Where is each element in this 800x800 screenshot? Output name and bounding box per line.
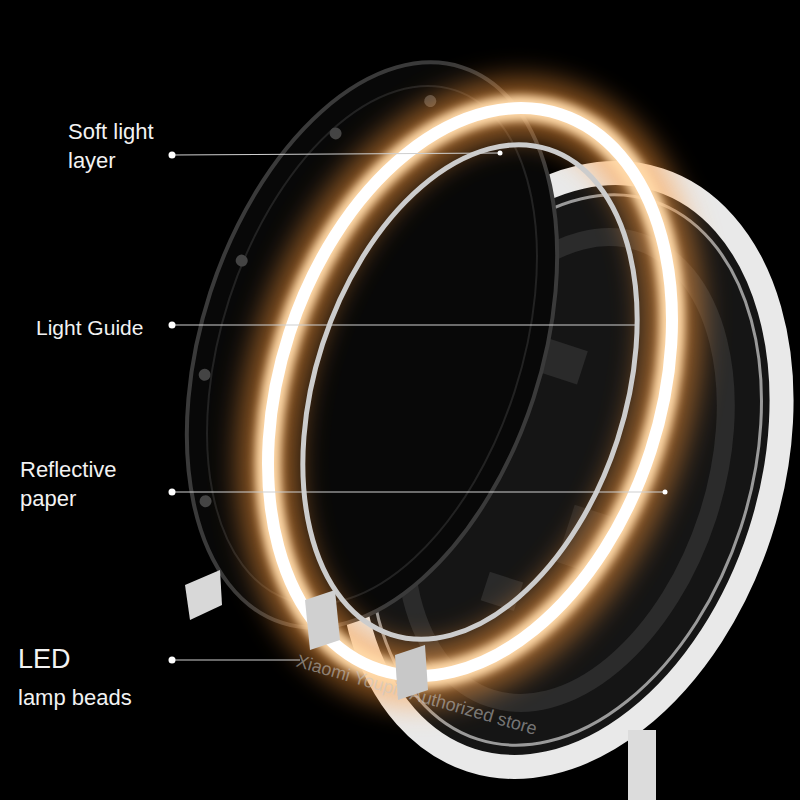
leader-lines [169, 151, 668, 664]
part-label: Soft light layer [68, 118, 188, 175]
light-guide-ring [199, 56, 741, 729]
part-label: lamp beads [18, 684, 132, 713]
part-label: Light Guide [36, 314, 143, 341]
part-label: Reflective paper [20, 456, 150, 513]
stand [628, 730, 656, 800]
part-label: LED [18, 642, 71, 677]
